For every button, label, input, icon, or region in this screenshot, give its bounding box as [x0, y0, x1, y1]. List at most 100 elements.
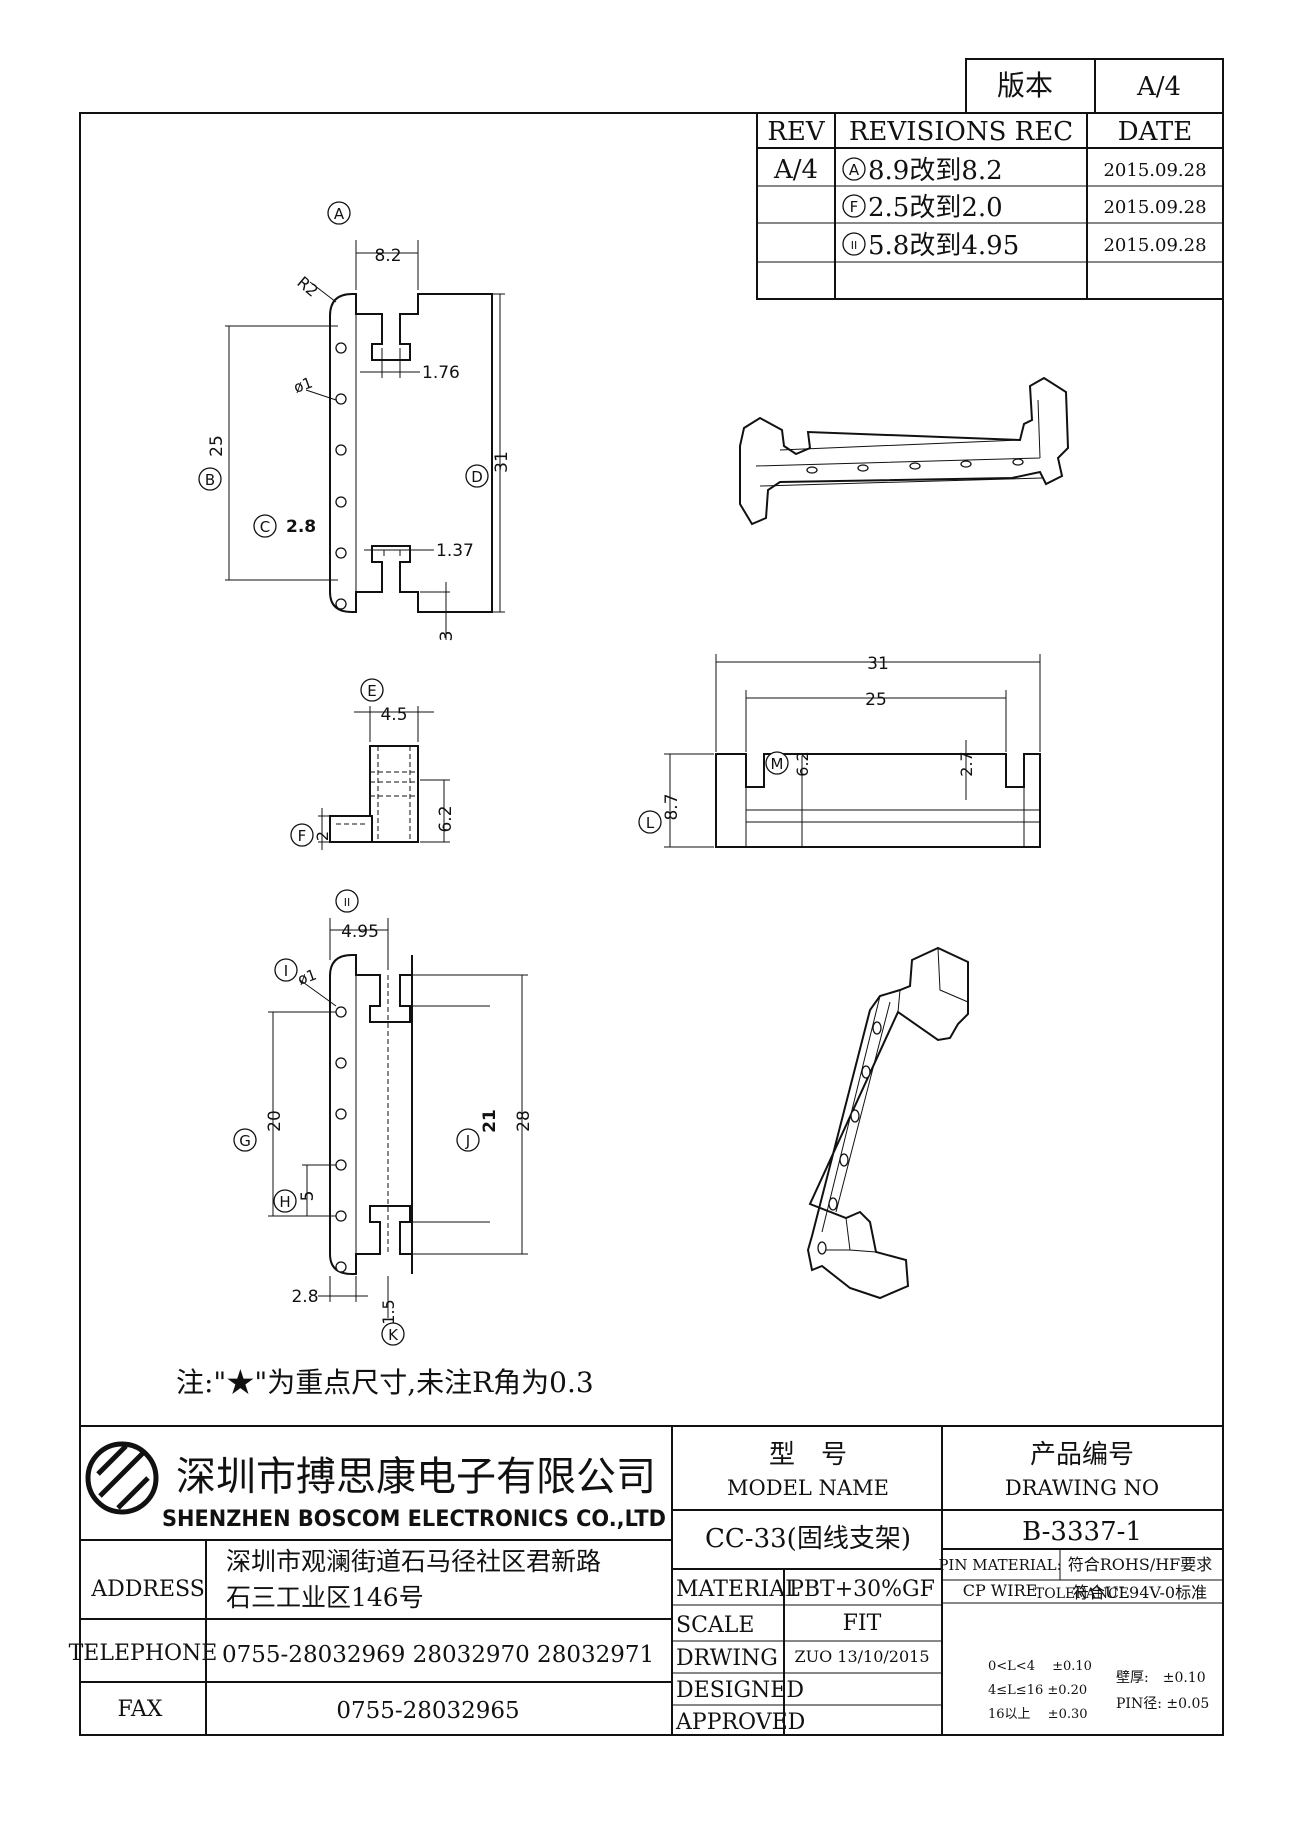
rev-row-3-date: 2015.09.28 — [1103, 235, 1206, 256]
callout-f: F — [298, 827, 307, 845]
marker-circle-icon — [842, 232, 866, 256]
dim-1.5: 1.5 — [379, 1299, 398, 1324]
dim-1.37: 1.37 — [436, 541, 474, 561]
dim-8.7: 8.7 — [662, 793, 682, 820]
rev-row-2-marker: F — [850, 198, 859, 216]
dim-hole-bottom: ø1 — [295, 965, 319, 988]
side-view-foot — [329, 815, 373, 843]
material-value: PBT+30%GF — [789, 1577, 935, 1602]
dim-1.76: 1.76 — [422, 363, 460, 383]
drawing-number: B-3337-1 — [1022, 1517, 1142, 1547]
material-label: MATERIAL — [676, 1577, 800, 1602]
pin-material-value: 符合ROHS/HF要求 — [1068, 1555, 1213, 1574]
scale-value: FIT — [843, 1611, 882, 1636]
rev-row-2-text: 2.5改到2.0 — [868, 193, 1003, 223]
dim-r2: R2 — [293, 273, 322, 301]
marker-circle-icon — [842, 157, 866, 181]
isometric-view-bottom — [806, 946, 969, 1300]
drawing-border — [79, 112, 1224, 1736]
dim-4.95: 4.95 — [341, 922, 379, 942]
version-value: A/4 — [1136, 72, 1181, 102]
iso-bottom-outline — [806, 946, 969, 1300]
pin-material-label: PIN MATERIAL: — [938, 1556, 1061, 1574]
address-line-1: 深圳市观澜街道石马径社区君新路 — [226, 1547, 601, 1576]
callout-c: C — [260, 518, 270, 536]
top-view: 8.2 R2 1.76 ø1 25 B C 2.8 31 D 1.37 — [198, 201, 512, 641]
drwing-label: DRWING — [676, 1646, 778, 1671]
tolerance-label: TOLERANCE — [1035, 1586, 1129, 1602]
dim-2.8: 2.8 — [286, 517, 316, 537]
callout-g: G — [239, 1132, 251, 1150]
company-name-en: SHENZHEN BOSCOM ELECTRONICS CO.,LTD — [162, 1507, 666, 1532]
drawing-label-en: DRAWING NO — [1005, 1476, 1159, 1500]
pin-diameter-tolerance: PIN径: ±0.05 — [1116, 1696, 1209, 1712]
revision-table: REV REVISIONS REC DATE A/4 A 8.9改到8.2 20… — [756, 112, 1224, 300]
dim-2.8-bottom: 2.8 — [291, 1287, 318, 1307]
top-view-outline — [329, 293, 493, 613]
dim-6.2-front: 6.2 — [793, 751, 812, 776]
rec-header: REVISIONS REC — [849, 117, 1073, 147]
dim-25: 25 — [207, 435, 227, 457]
model-value: CC-33(固线支架) — [705, 1524, 911, 1554]
model-label-en: MODEL NAME — [727, 1476, 889, 1500]
rev-row-1-text: 8.9改到8.2 — [868, 156, 1003, 186]
callout-ii: II — [344, 896, 351, 909]
callout-l: L — [646, 814, 655, 832]
dim-4.5: 4.5 — [380, 705, 407, 725]
dim-25-front: 25 — [865, 690, 887, 710]
drawing-label-cn: 产品编号 — [1030, 1440, 1134, 1470]
version-label: 版本 — [997, 69, 1053, 102]
front-view-outline — [715, 753, 1041, 848]
rev-row-3-marker: II — [851, 239, 858, 252]
title-block: 深圳市搏思康电子有限公司 SHENZHEN BOSCOM ELECTRONICS… — [69, 1425, 1223, 1735]
drwing-value: ZUO 13/10/2015 — [794, 1647, 929, 1666]
telephone-value: 0755-28032969 28032970 28032971 — [222, 1642, 654, 1668]
dim-2.7: 2.7 — [957, 751, 976, 776]
dim-21: 21 — [480, 1109, 500, 1133]
callout-d: D — [471, 468, 483, 486]
front-view: 31 25 6.2 M 2.7 8.7 L — [638, 654, 1041, 848]
address-line-2: 石三工业区146号 — [226, 1583, 424, 1612]
wall-thickness-tolerance: 壁厚: ±0.10 — [1116, 1670, 1206, 1686]
drawing-note: 注:"★"为重点尺寸,未注R角为0.3 — [176, 1366, 594, 1399]
model-label-cn: 型 号 — [769, 1440, 847, 1470]
dim-5: 5 — [298, 1191, 318, 1202]
callout-i: I — [284, 962, 288, 980]
rev-row-1-marker: A — [849, 161, 860, 179]
tolerance-row-2: 4≤L≤16 ±0.20 — [988, 1683, 1087, 1698]
callout-m: M — [771, 755, 784, 773]
cp-wire-value: 符合UL94V-0标准 — [1073, 1583, 1207, 1602]
dim-hole: ø1 — [291, 373, 315, 396]
address-label: ADDRESS — [90, 1577, 205, 1602]
rev-row-2-date: 2015.09.28 — [1103, 197, 1206, 218]
callout-k: K — [388, 1326, 399, 1344]
rev-row-1-rev: A/4 — [773, 155, 818, 185]
dim-8.2: 8.2 — [374, 246, 401, 266]
dim-6.2: 6.2 — [436, 805, 456, 832]
dim-31: 31 — [492, 451, 512, 473]
version-box: 版本 A/4 — [965, 58, 1224, 114]
dim-20: 20 — [265, 1110, 285, 1132]
cp-wire-label: CP WIRE — [963, 1581, 1038, 1600]
callout-h: H — [279, 1193, 290, 1211]
iso-top-outline — [739, 376, 1070, 526]
dim-2: 2 — [313, 831, 332, 841]
approved-label: APPROVED — [675, 1710, 805, 1735]
fax-value: 0755-28032965 — [336, 1698, 519, 1724]
side-view-post — [369, 745, 419, 843]
dim-28: 28 — [514, 1110, 534, 1132]
dim-31-front: 31 — [867, 654, 889, 674]
rev-row-1-date: 2015.09.28 — [1103, 160, 1206, 181]
telephone-label: TELEPHONE — [69, 1641, 218, 1666]
fax-label: FAX — [118, 1697, 163, 1722]
scale-label: SCALE — [676, 1613, 754, 1638]
tolerance-row-3: 16以上 ±0.30 — [988, 1707, 1088, 1722]
callout-j: J — [465, 1132, 470, 1150]
date-header: DATE — [1118, 117, 1193, 147]
rev-header: REV — [767, 117, 826, 147]
company-logo-icon — [85, 1441, 159, 1515]
marker-circle-icon — [842, 194, 866, 218]
designed-label: DESIGNED — [676, 1678, 804, 1703]
callout-e: E — [367, 682, 376, 700]
